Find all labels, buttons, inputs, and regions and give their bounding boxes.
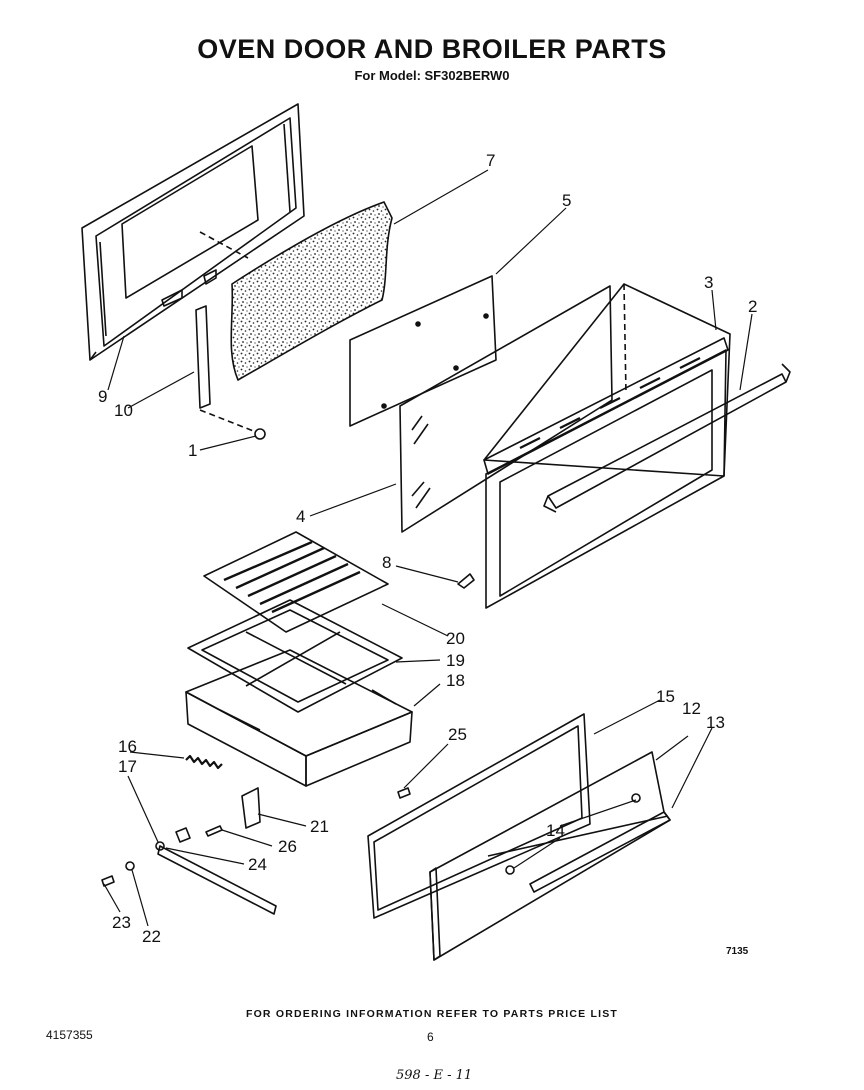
hinge-channel xyxy=(195,305,257,433)
inner-door-glass xyxy=(349,275,497,427)
model-subtitle: For Model: SF302BERW0 xyxy=(354,68,510,83)
part-label-17: 17 xyxy=(118,757,137,776)
page-number: 6 xyxy=(427,1030,434,1044)
part-label-21: 21 xyxy=(310,817,329,836)
part-label-25: 25 xyxy=(448,725,467,744)
part-labels: 1 2 3 4 5 7 8 9 10 12 13 14 15 16 17 18 … xyxy=(98,151,757,946)
part-label-8: 8 xyxy=(382,553,391,572)
page-title: OVEN DOOR AND BROILER PARTS xyxy=(197,34,667,64)
part-label-22: 22 xyxy=(142,927,161,946)
part-label-7: 7 xyxy=(486,151,495,170)
broiler-pan xyxy=(185,649,413,787)
part-label-18: 18 xyxy=(446,671,465,690)
part-label-13: 13 xyxy=(706,713,725,732)
door-insulation xyxy=(230,201,393,381)
broiler-grid xyxy=(203,531,389,633)
drawer-nut-a xyxy=(631,793,641,803)
ordering-note: FOR ORDERING INFORMATION REFER TO PARTS … xyxy=(245,1008,619,1020)
pan-bracket xyxy=(241,787,261,829)
broiler-pan-liner xyxy=(187,599,403,713)
drawer-front xyxy=(429,751,671,961)
part-label-9: 9 xyxy=(98,387,107,406)
screw xyxy=(101,875,115,887)
drawer-trim xyxy=(529,811,671,893)
drawer-nut-b xyxy=(505,865,515,875)
rail-clip xyxy=(397,787,411,799)
part-label-3: 3 xyxy=(704,273,713,292)
part-label-16: 16 xyxy=(118,737,137,756)
part-label-10: 10 xyxy=(114,401,133,420)
door-clip xyxy=(457,573,475,589)
broiler-rail xyxy=(157,827,277,915)
part-label-5: 5 xyxy=(562,191,571,210)
part-label-15: 15 xyxy=(656,687,675,706)
inner-door-panel xyxy=(81,103,305,361)
nut xyxy=(155,841,165,851)
pan-spring xyxy=(185,754,223,770)
bracket-screw xyxy=(205,825,223,837)
leader-lines xyxy=(103,169,753,927)
part-label-12: 12 xyxy=(682,699,701,718)
door-handle xyxy=(543,363,791,513)
part-label-19: 19 xyxy=(446,651,465,670)
part-label-26: 26 xyxy=(278,837,297,856)
figure-number: 7135 xyxy=(726,946,749,957)
part-label-24: 24 xyxy=(248,855,267,874)
handwritten-note: 598 - E - 11 xyxy=(396,1068,473,1083)
document-number: 4157355 xyxy=(46,1028,93,1042)
part-label-4: 4 xyxy=(296,507,305,526)
part-label-14: 14 xyxy=(546,821,565,840)
part-label-1: 1 xyxy=(188,441,197,460)
bumper xyxy=(254,428,266,440)
part-label-2: 2 xyxy=(748,297,757,316)
outer-door-glass xyxy=(399,285,613,533)
part-label-20: 20 xyxy=(446,629,465,648)
part-label-23: 23 xyxy=(112,913,131,932)
washer xyxy=(125,861,135,871)
outer-door-frame xyxy=(483,283,731,609)
